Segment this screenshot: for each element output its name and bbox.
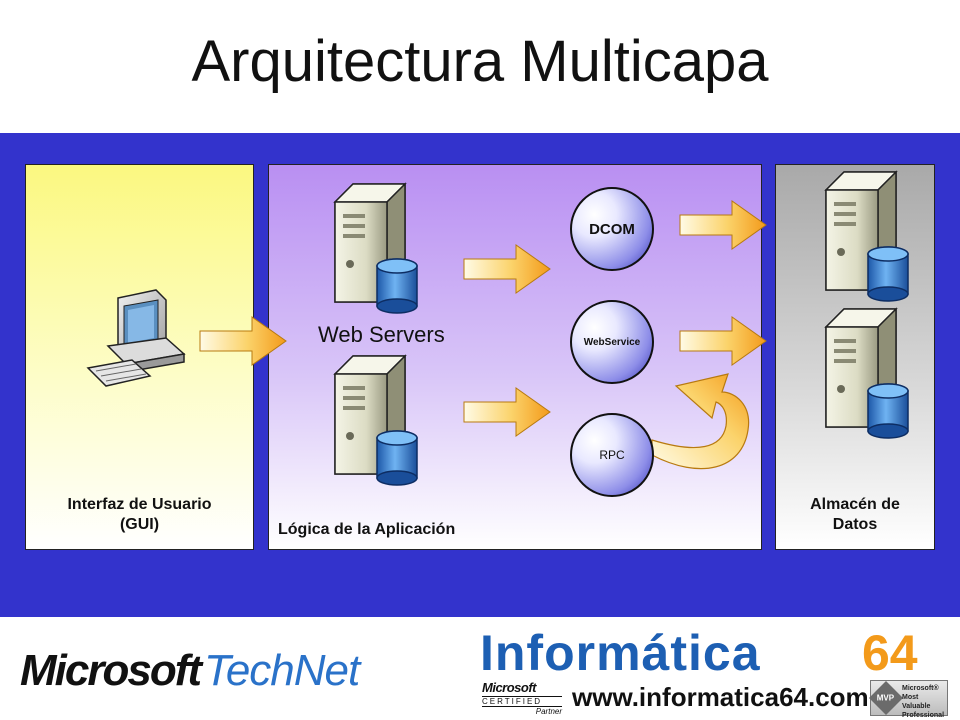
informatica-wordmark: Informática bbox=[480, 625, 761, 681]
panel-label-user-interface: Interfaz de Usuario (GUI) bbox=[67, 496, 212, 533]
panel-user-interface bbox=[25, 164, 254, 550]
panel-label-data-store: Almacén de Datos bbox=[810, 496, 900, 533]
panel-data-store bbox=[775, 164, 935, 550]
informatica-number: 64 bbox=[862, 625, 918, 681]
web-servers-label: Web Servers bbox=[318, 322, 445, 347]
protocol-label: WebService bbox=[583, 336, 641, 348]
microsoft-wordmark: Microsoft bbox=[20, 646, 202, 695]
protocol-label: RPC bbox=[599, 448, 625, 462]
protocol-dcom: DCOM bbox=[570, 187, 654, 271]
protocol-webservice: WebService bbox=[570, 300, 654, 384]
protocol-label: DCOM bbox=[589, 220, 635, 238]
mvp-badge: MVP Microsoft® Most Valuable Professiona… bbox=[869, 680, 948, 719]
panel-application-logic bbox=[268, 164, 762, 550]
page-title: Arquitectura Multicapa bbox=[191, 29, 769, 94]
technet-wordmark: TechNet bbox=[204, 646, 360, 695]
panel-label-application-logic: Lógica de la Aplicación bbox=[278, 521, 456, 538]
brand-url: www.informatica64.com bbox=[572, 682, 869, 712]
microsoft-technet-logo: MicrosoftTechNet bbox=[20, 646, 360, 696]
microsoft-certified-partner-badge: Microsoft CERTIFIED Partner bbox=[482, 680, 562, 716]
protocol-rpc: RPC bbox=[570, 413, 654, 497]
mvp-icon: MVP bbox=[869, 681, 903, 715]
